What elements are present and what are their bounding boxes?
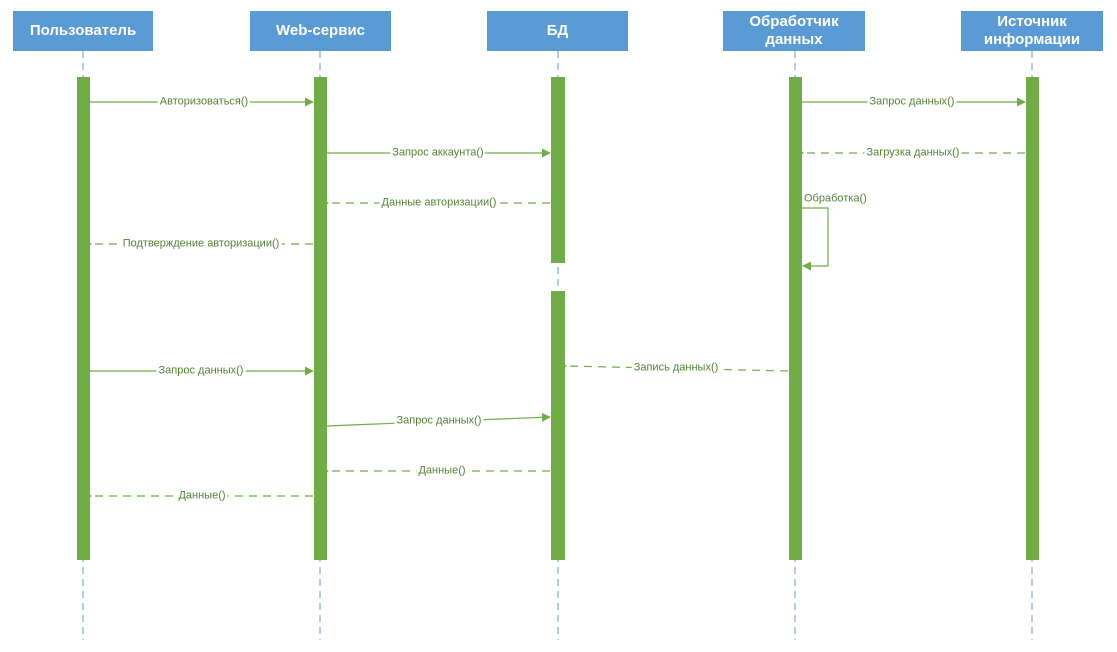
actor-data-processor: Обработчик данных xyxy=(723,11,865,51)
message-label-data-request-source: Запрос данных() xyxy=(867,95,957,109)
activation-database-1 xyxy=(551,77,565,263)
message-label-user-data-request: Запрос данных() xyxy=(156,364,246,378)
activation-database-2 xyxy=(551,291,565,560)
activation-info-source xyxy=(1026,77,1039,560)
activation-web-service xyxy=(314,77,327,560)
message-label-auth-confirm: Подтверждение авторизации() xyxy=(120,237,282,251)
message-label-data-load: Загрузка данных() xyxy=(864,146,962,160)
message-label-db-data: Данные() xyxy=(416,464,468,478)
message-label-write-data: Запись данных() xyxy=(631,361,721,375)
activation-data-processor xyxy=(789,77,802,560)
message-arrow-processing xyxy=(802,207,829,271)
actor-database: БД xyxy=(487,11,628,51)
actor-user-label: Пользователь xyxy=(29,22,137,39)
actor-web-service-label: Web-сервис xyxy=(275,22,366,39)
message-label-account-request: Запрос аккаунта() xyxy=(390,146,486,160)
actor-database-label: БД xyxy=(546,22,569,39)
message-label-db-data-request: Запрос данных() xyxy=(394,414,484,428)
message-arrow-write-data xyxy=(566,366,789,371)
actor-info-source-label: Источник информации xyxy=(983,13,1081,48)
message-label-auth-data: Данные авторизации() xyxy=(379,196,499,210)
message-label-authorize: Авторизоваться() xyxy=(157,95,251,109)
message-label-processing: Обработка() xyxy=(802,192,869,206)
actor-web-service: Web-сервис xyxy=(250,11,391,51)
activation-user xyxy=(77,77,90,560)
actor-info-source: Источник информации xyxy=(961,11,1103,51)
message-label-user-data: Данные() xyxy=(176,489,228,503)
actor-data-processor-label: Обработчик данных xyxy=(749,13,839,48)
actor-user: Пользователь xyxy=(13,11,153,51)
